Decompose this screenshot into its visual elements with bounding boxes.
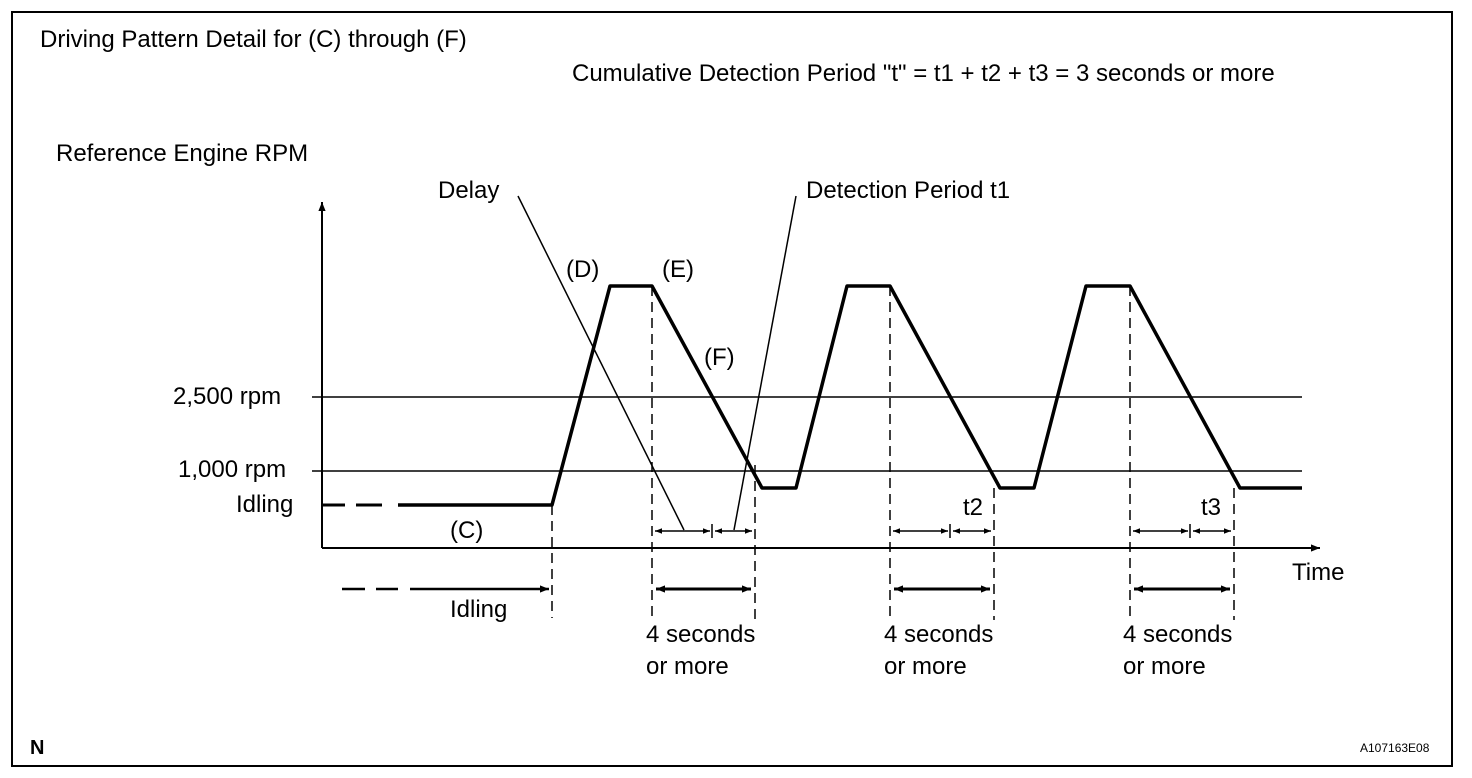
- detection-formula: Cumulative Detection Period "t" = t1 + t…: [572, 60, 1275, 87]
- duration-1-line2: or more: [646, 653, 729, 680]
- figure-id: A107163E08: [1360, 741, 1430, 755]
- rpm-1000-label: 1,000 rpm: [178, 456, 287, 483]
- detection-leader: [733, 195, 797, 531]
- rpm-trace: [398, 284, 1302, 507]
- dashed-markers: [551, 286, 1235, 620]
- phase-d-label: (D): [566, 256, 600, 283]
- detection-period-label: Detection Period t1: [806, 177, 1011, 204]
- t2-label: t2: [963, 494, 984, 521]
- delay-leader: [517, 195, 685, 531]
- delay-label: Delay: [438, 177, 500, 204]
- corner-mark: N: [30, 737, 45, 759]
- rpm-2500-label: 2,500 rpm: [173, 383, 282, 410]
- duration-2-line1: 4 seconds: [884, 621, 994, 648]
- phase-e-label: (E): [662, 256, 694, 283]
- phase-c-label: (C): [450, 517, 484, 544]
- duration-2-line2: or more: [884, 653, 967, 680]
- t3-label: t3: [1201, 494, 1222, 521]
- x-axis-label: Time: [1292, 559, 1345, 586]
- duration-3-line2: or more: [1123, 653, 1206, 680]
- idling-span-label: Idling: [450, 596, 508, 623]
- duration-1-line1: 4 seconds: [646, 621, 756, 648]
- phase-f-label: (F): [704, 344, 735, 371]
- period-arrows-small: [655, 524, 1231, 538]
- duration-3-line1: 4 seconds: [1123, 621, 1233, 648]
- y-axis-label: Reference Engine RPM: [56, 140, 309, 167]
- outer-border: [11, 11, 1453, 767]
- diagram-title: Driving Pattern Detail for (C) through (…: [40, 26, 467, 53]
- idling-level-label: Idling: [236, 491, 294, 518]
